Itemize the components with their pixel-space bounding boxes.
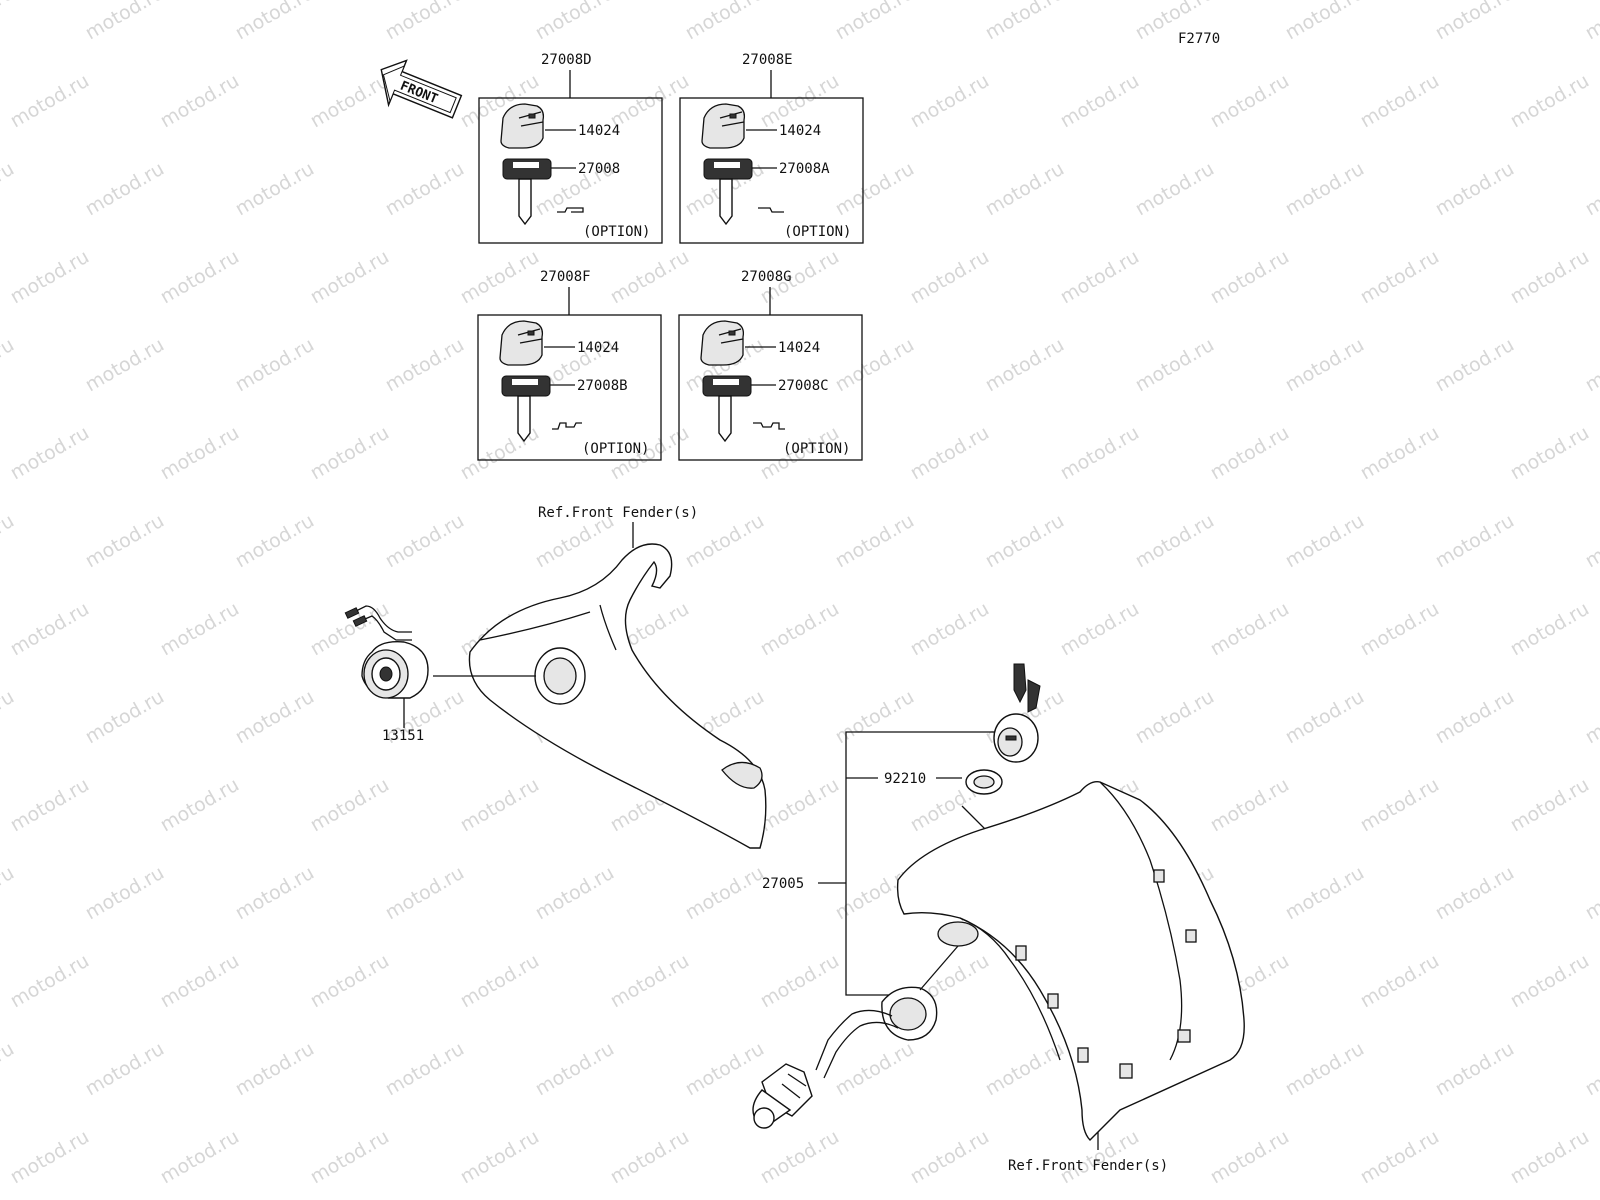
- key-set-box: 27008G 14024 27008C (OPTION): [678, 269, 863, 461]
- option-note: (OPTION): [783, 441, 850, 457]
- front-arrow-icon: FRONT: [380, 59, 463, 119]
- key-cut-profile-icon: [557, 207, 584, 213]
- key-cut-profile-icon: [552, 422, 582, 430]
- key-cap-icon: [499, 320, 544, 366]
- key-cap-part: 14024: [778, 340, 820, 356]
- key-cap-icon: [700, 320, 745, 366]
- key-set-box: 27008E 14024 27008A (OPTION): [679, 52, 864, 244]
- front-fender-panel-upper: [468, 543, 767, 849]
- key-cap-part: 14024: [577, 340, 619, 356]
- key-set-box: 27008F 14024 27008B (OPTION): [477, 269, 662, 461]
- key-icon: [703, 158, 753, 226]
- option-note: (OPTION): [583, 224, 650, 240]
- ref-front-fender-upper: Ref.Front Fender(s): [538, 505, 698, 521]
- key-cap-icon: [701, 103, 746, 149]
- key-cut-profile-icon: [753, 422, 785, 430]
- key-set-code: 27008F: [540, 269, 591, 285]
- key-cap-part: 14024: [578, 123, 620, 139]
- key-cap-icon: [500, 103, 545, 149]
- nut: [965, 769, 1003, 795]
- option-note: (OPTION): [784, 224, 851, 240]
- ref-front-fender-lower: Ref.Front Fender(s): [1008, 1158, 1168, 1174]
- key-cap-part: 14024: [779, 123, 821, 139]
- key-part: 27008B: [577, 378, 628, 394]
- key-set-box: 27008D 14024 27008 (OPTION): [478, 52, 663, 244]
- figure-code: F2770: [1178, 31, 1220, 47]
- option-note: (OPTION): [582, 441, 649, 457]
- key-set-code: 27008D: [541, 52, 592, 68]
- ignition-switch-part: 13151: [382, 728, 424, 744]
- lock-cylinder-with-keys: [993, 663, 1041, 763]
- key-part: 27008C: [778, 378, 829, 394]
- key-set-code: 27008E: [742, 52, 793, 68]
- key-icon: [501, 375, 551, 443]
- ignition-switch: [344, 605, 429, 699]
- nut-part: 92210: [884, 771, 926, 787]
- key-icon: [502, 158, 552, 226]
- key-part: 27008A: [779, 161, 830, 177]
- front-fender-lower: [896, 781, 1245, 1141]
- key-cut-profile-icon: [758, 207, 784, 213]
- key-part: 27008: [578, 161, 620, 177]
- key-icon: [702, 375, 752, 443]
- key-set-code: 27008G: [741, 269, 792, 285]
- lock-body-with-cable: [752, 986, 938, 1129]
- lock-set-part: 27005: [762, 876, 804, 892]
